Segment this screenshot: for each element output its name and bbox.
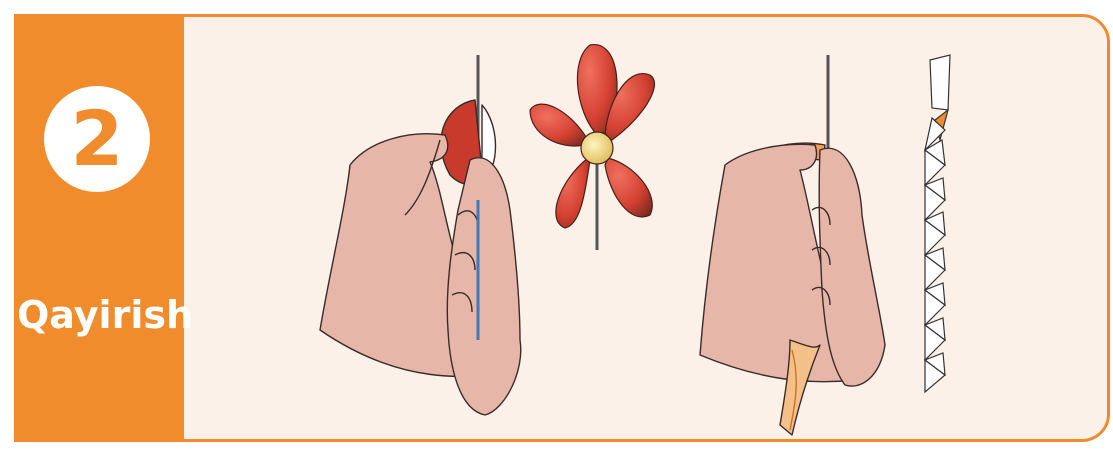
spiral-folded-paper-strip [925, 55, 950, 392]
hands-wrapping-orange-strip-on-stick [700, 55, 885, 435]
red-five-petal-flower [530, 45, 655, 250]
hands-holding-stick-with-petal [320, 55, 521, 415]
